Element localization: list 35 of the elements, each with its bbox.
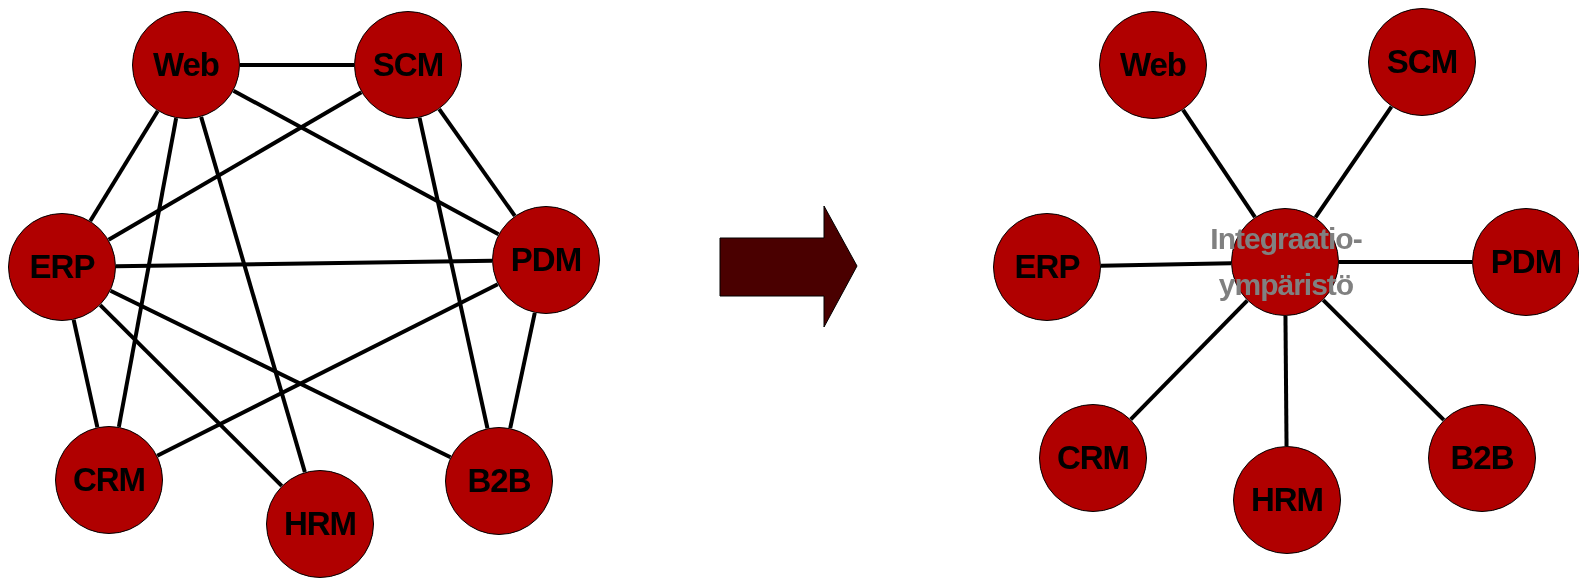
connector-line <box>508 312 537 429</box>
node-label: SCM <box>372 45 444 86</box>
connector-line <box>417 117 490 429</box>
connector-line <box>1181 108 1257 219</box>
node-label: HRM <box>283 504 357 545</box>
connector-line <box>232 88 500 237</box>
node-label: HRM <box>1250 480 1324 521</box>
connector-line <box>1339 260 1472 264</box>
connector-line <box>240 63 354 67</box>
connector-line <box>109 288 452 460</box>
connector-line <box>1283 315 1289 447</box>
connector-line <box>199 116 307 473</box>
connector-line <box>1129 299 1249 421</box>
node-label: ERP <box>1014 247 1080 288</box>
connector-line <box>1313 105 1394 219</box>
node-label: Web <box>152 45 220 86</box>
node-label: B2B <box>467 461 531 502</box>
node-label: CRM <box>1056 438 1130 479</box>
connector-line <box>98 303 284 488</box>
connector-line <box>88 109 160 223</box>
node-label: SCM <box>1386 42 1458 83</box>
node-label: ERP <box>29 247 95 288</box>
node-label: PDM <box>510 240 582 281</box>
connector-line <box>116 117 179 428</box>
connector-line <box>1100 261 1232 268</box>
node-label: PDM <box>1490 242 1562 283</box>
node-label: Web <box>1119 45 1187 86</box>
node-label: B2B <box>1450 438 1514 479</box>
connector-line <box>71 319 100 428</box>
connector-line <box>115 258 493 269</box>
connector-line <box>156 282 499 458</box>
connector-line <box>437 107 517 218</box>
connector-line <box>107 90 363 242</box>
connector-line <box>1321 298 1446 422</box>
node-label: CRM <box>72 460 146 501</box>
